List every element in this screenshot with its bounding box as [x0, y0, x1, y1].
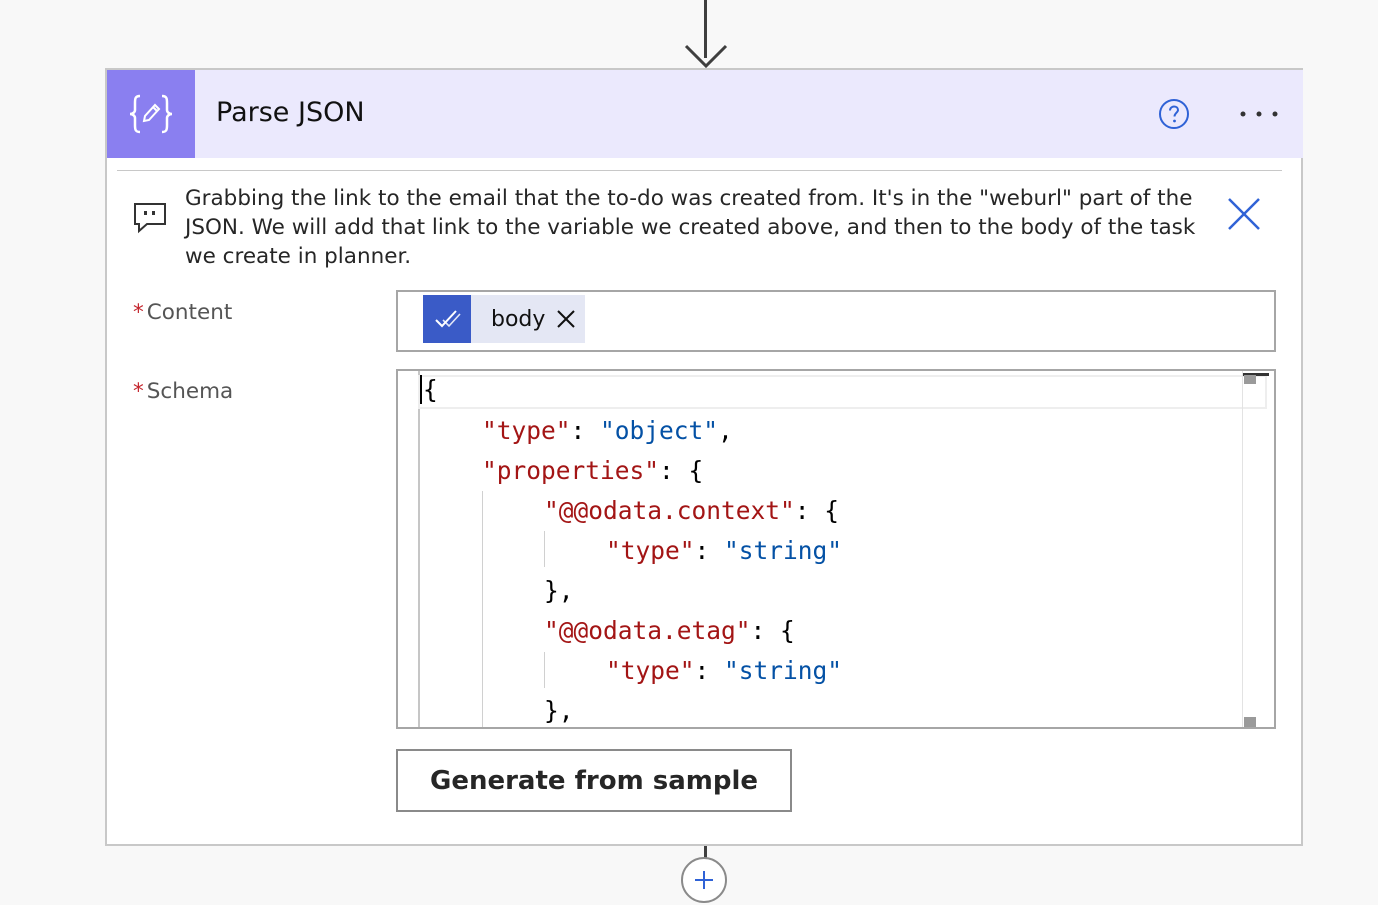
content-label-text: Content	[146, 300, 233, 325]
code-punctuation: {	[420, 375, 438, 404]
code-punctuation: },	[544, 696, 574, 725]
code-punctuation: : {	[659, 456, 704, 485]
code-punctuation: },	[544, 576, 574, 605]
schema-label-text: Schema	[146, 379, 234, 404]
schema-editor[interactable]: {"type": "object","properties": {"@@odat…	[396, 369, 1276, 729]
code-punctuation: :	[694, 536, 725, 565]
code-string: "object"	[600, 416, 719, 445]
code-line: "@@odata.context": {	[544, 496, 839, 526]
remove-token-icon[interactable]	[555, 308, 577, 330]
code-line: {	[420, 375, 438, 405]
scrollbar-bottom-marker	[1244, 717, 1256, 727]
code-punctuation: ,	[718, 416, 733, 445]
code-line: },	[544, 696, 574, 726]
code-string: "string"	[724, 656, 843, 685]
code-line: "type": "string"	[606, 656, 842, 686]
add-step-icon	[695, 871, 713, 889]
code-punctuation: : {	[750, 616, 795, 645]
current-line-highlight	[418, 375, 1267, 409]
code-punctuation: : {	[794, 496, 840, 525]
code-line: },	[544, 576, 574, 606]
scrollbar-top-marker	[1244, 375, 1256, 384]
dynamic-content-token[interactable]: body	[423, 295, 585, 343]
code-string: "string"	[724, 536, 843, 565]
arrow-down-icon	[684, 44, 728, 68]
content-label: *Content	[133, 300, 232, 325]
indent-guide	[544, 652, 545, 688]
braces-edit-icon	[107, 70, 195, 158]
editor-gutter	[418, 371, 420, 727]
comment-text[interactable]: Grabbing the link to the email that the …	[185, 186, 1196, 269]
code-punctuation: :	[570, 416, 601, 445]
required-marker: *	[133, 300, 144, 325]
content-input[interactable]: body	[396, 290, 1276, 352]
editor-scrollbar[interactable]	[1242, 371, 1243, 727]
comment-icon	[134, 203, 166, 234]
code-line: "@@odata.etag": {	[544, 616, 795, 646]
code-punctuation: :	[694, 656, 725, 685]
schema-label: *Schema	[133, 379, 233, 404]
indent-guide	[544, 531, 545, 567]
flow-connector-bottom	[704, 846, 707, 858]
code-key: "type"	[482, 416, 571, 445]
parse-json-card: Parse JSON Grabbing the link to the emai…	[105, 68, 1303, 846]
more-options-icon[interactable]	[1237, 100, 1281, 128]
code-key: "properties"	[482, 456, 660, 485]
header-divider	[117, 170, 1282, 171]
flow-connector-top	[704, 0, 707, 58]
help-icon[interactable]	[1158, 98, 1190, 130]
scrollbar-thumb[interactable]	[1243, 373, 1269, 376]
code-key: "type"	[606, 656, 695, 685]
required-marker: *	[133, 379, 144, 404]
code-key: "type"	[606, 536, 695, 565]
code-key: "@@odata.context"	[544, 496, 795, 525]
checkmark-icon	[423, 295, 471, 343]
add-step-button[interactable]	[681, 857, 727, 903]
code-line: "type": "string"	[606, 536, 842, 566]
code-key: "@@odata.etag"	[544, 616, 751, 645]
token-label: body	[491, 306, 546, 332]
indent-guide	[482, 491, 483, 727]
generate-from-sample-button[interactable]: Generate from sample	[396, 749, 792, 812]
card-header[interactable]: Parse JSON	[107, 70, 1303, 158]
code-line: "type": "object",	[482, 416, 733, 446]
close-icon[interactable]	[1225, 195, 1263, 233]
code-line: "properties": {	[482, 456, 703, 486]
card-title: Parse JSON	[216, 97, 365, 128]
